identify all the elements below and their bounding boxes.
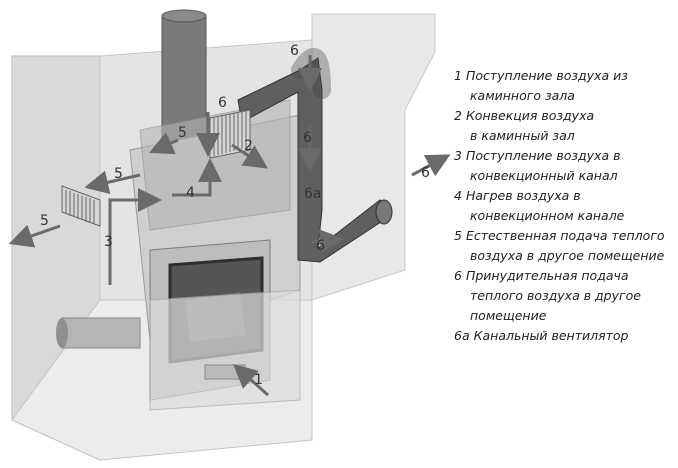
legend-text: воздуха в другое помещение: [470, 248, 665, 263]
legend-text: помещение: [470, 308, 547, 323]
callout-6b: 6: [218, 95, 227, 111]
legend-item-1: 1 Поступление воздуха из каминного зала: [454, 66, 676, 106]
legend-text: Естественная подача теплого: [465, 228, 665, 243]
callout-3: 3: [104, 234, 113, 250]
legend-text: Поступление воздуха в: [465, 148, 621, 163]
legend-num: 1: [454, 68, 462, 83]
callout-1: 1: [254, 372, 263, 388]
legend-text: Конвекция воздуха: [465, 108, 595, 123]
legend-text: Нагрев воздуха в: [465, 188, 581, 203]
callout-5c: 5: [40, 213, 49, 229]
legend-num: 2: [454, 108, 462, 123]
legend-num: 6: [454, 268, 462, 283]
callout-5a: 5: [178, 125, 187, 141]
legend-item-5: 5 Естественная подача теплого воздуха в …: [454, 226, 676, 266]
legend-text: теплого воздуха в другое: [470, 288, 641, 303]
legend-text: Поступление воздуха из: [465, 68, 628, 83]
callout-6c: 6: [303, 130, 312, 146]
callout-labels: 1 2 3 4 5 5 5 6 6 6 6 6 6а: [40, 43, 430, 388]
legend-text: Канальный вентилятор: [473, 328, 629, 343]
callout-6fan: 6а: [304, 186, 322, 202]
flow-arrows: [8, 55, 451, 397]
bottom-vent: [204, 364, 246, 380]
legend-text: конвекционном канале: [470, 208, 625, 223]
legend-item-3: 3 Поступление воздуха в конвекционный ка…: [454, 146, 676, 186]
legend-text: в каминный зал: [470, 128, 575, 143]
stone-base: [149, 289, 301, 411]
legend-text: каминного зала: [470, 88, 575, 103]
legend-num: 4: [454, 188, 462, 203]
callout-5b: 5: [114, 166, 123, 182]
callout-2: 2: [244, 138, 253, 154]
callout-6d: 6: [316, 238, 325, 254]
legend-num: 6а: [454, 328, 470, 343]
left-grille: [61, 185, 101, 227]
lower-duct: [61, 317, 141, 349]
legend-num: 3: [454, 148, 462, 163]
legend-text: Принудительная подача: [465, 268, 629, 283]
legend-item-4: 4 Нагрев воздуха в конвекционном канале: [454, 186, 676, 226]
callout-6a: 6: [290, 43, 299, 59]
callout-4: 4: [186, 185, 195, 201]
legend: 1 Поступление воздуха из каминного зала …: [454, 66, 676, 346]
duct-outlet: [375, 199, 393, 225]
legend-num: 5: [454, 228, 462, 243]
right-wall: [311, 13, 436, 301]
legend-item-6: 6 Принудительная подача теплого воздуха …: [454, 266, 676, 326]
legend-item-2: 2 Конвекция воздуха в каминный зал: [454, 106, 676, 146]
legend-item-6a: 6а Канальный вентилятор: [454, 326, 676, 346]
legend-text: конвекционный канал: [470, 168, 618, 183]
callout-6e: 6: [421, 165, 430, 181]
